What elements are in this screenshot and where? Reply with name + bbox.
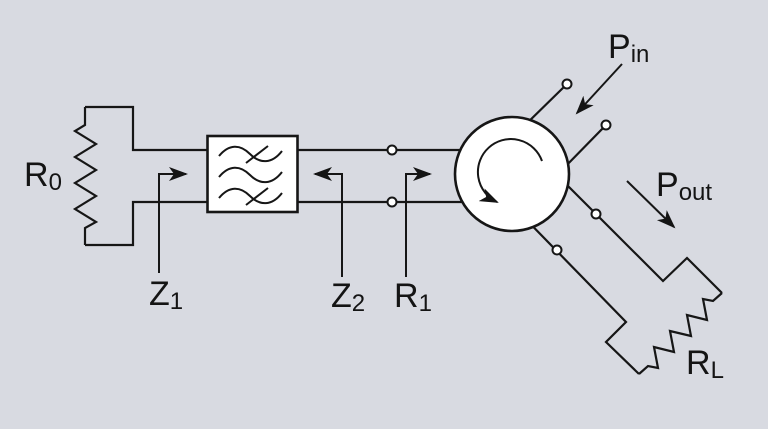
terminal-dot <box>600 119 612 131</box>
terminal-dot <box>551 244 563 256</box>
terminal-dot <box>590 208 602 220</box>
z1-arrow <box>158 167 188 273</box>
pin-label: Pin <box>608 28 649 68</box>
filter-wave-bottom <box>218 187 283 205</box>
z2-label: Z2 <box>331 277 365 317</box>
r1-arrow <box>405 167 432 277</box>
pout-label: Pout <box>656 166 712 206</box>
terminal-dot <box>386 144 398 156</box>
bandpass-filter-icon <box>206 134 299 214</box>
circulator-rotation-arrow <box>476 138 543 203</box>
r1-label-main: R <box>394 277 419 315</box>
z1-label: Z1 <box>149 275 183 315</box>
z2-arrow <box>313 167 343 277</box>
r0-label-main: R <box>24 156 49 194</box>
source-resistor-r0-icon <box>72 105 209 247</box>
r1-label-sub: 1 <box>419 290 432 317</box>
r0-bottom-lead <box>85 200 209 247</box>
terminal-dot <box>561 78 573 90</box>
port-out-lower-line <box>509 202 640 375</box>
r1-label: R1 <box>394 277 432 317</box>
filter-wave-bottom-slash <box>245 187 269 206</box>
pin-arrow <box>575 63 623 115</box>
r0-label-sub: 0 <box>49 169 62 196</box>
r0-label: R0 <box>24 156 62 196</box>
rl-label: RL <box>686 344 724 384</box>
z1-label-main: Z <box>149 275 170 313</box>
pin-label-main: P <box>608 28 631 66</box>
filter-wave-middle <box>218 166 283 184</box>
z2-label-main: Z <box>331 277 352 315</box>
pout-label-sub: out <box>679 179 713 206</box>
r0-top-lead <box>85 105 209 152</box>
z2-label-sub: 2 <box>352 290 365 317</box>
filter-wave-top-slash <box>245 145 269 164</box>
circulator-icon <box>453 115 571 233</box>
rl-label-main: R <box>686 344 711 382</box>
filter-wave-top <box>218 145 283 163</box>
circulator-body <box>453 115 571 233</box>
terminal-dot <box>386 196 398 208</box>
pin-label-sub: in <box>631 41 650 68</box>
pout-label-main: P <box>656 166 679 204</box>
port-out-upper-line <box>539 157 723 294</box>
z1-label-sub: 1 <box>170 288 183 315</box>
pout-arrow <box>626 180 676 229</box>
load-resistor-rl-zigzag <box>638 292 723 375</box>
r0-zigzag <box>72 107 99 245</box>
rl-label-sub: L <box>711 357 724 384</box>
